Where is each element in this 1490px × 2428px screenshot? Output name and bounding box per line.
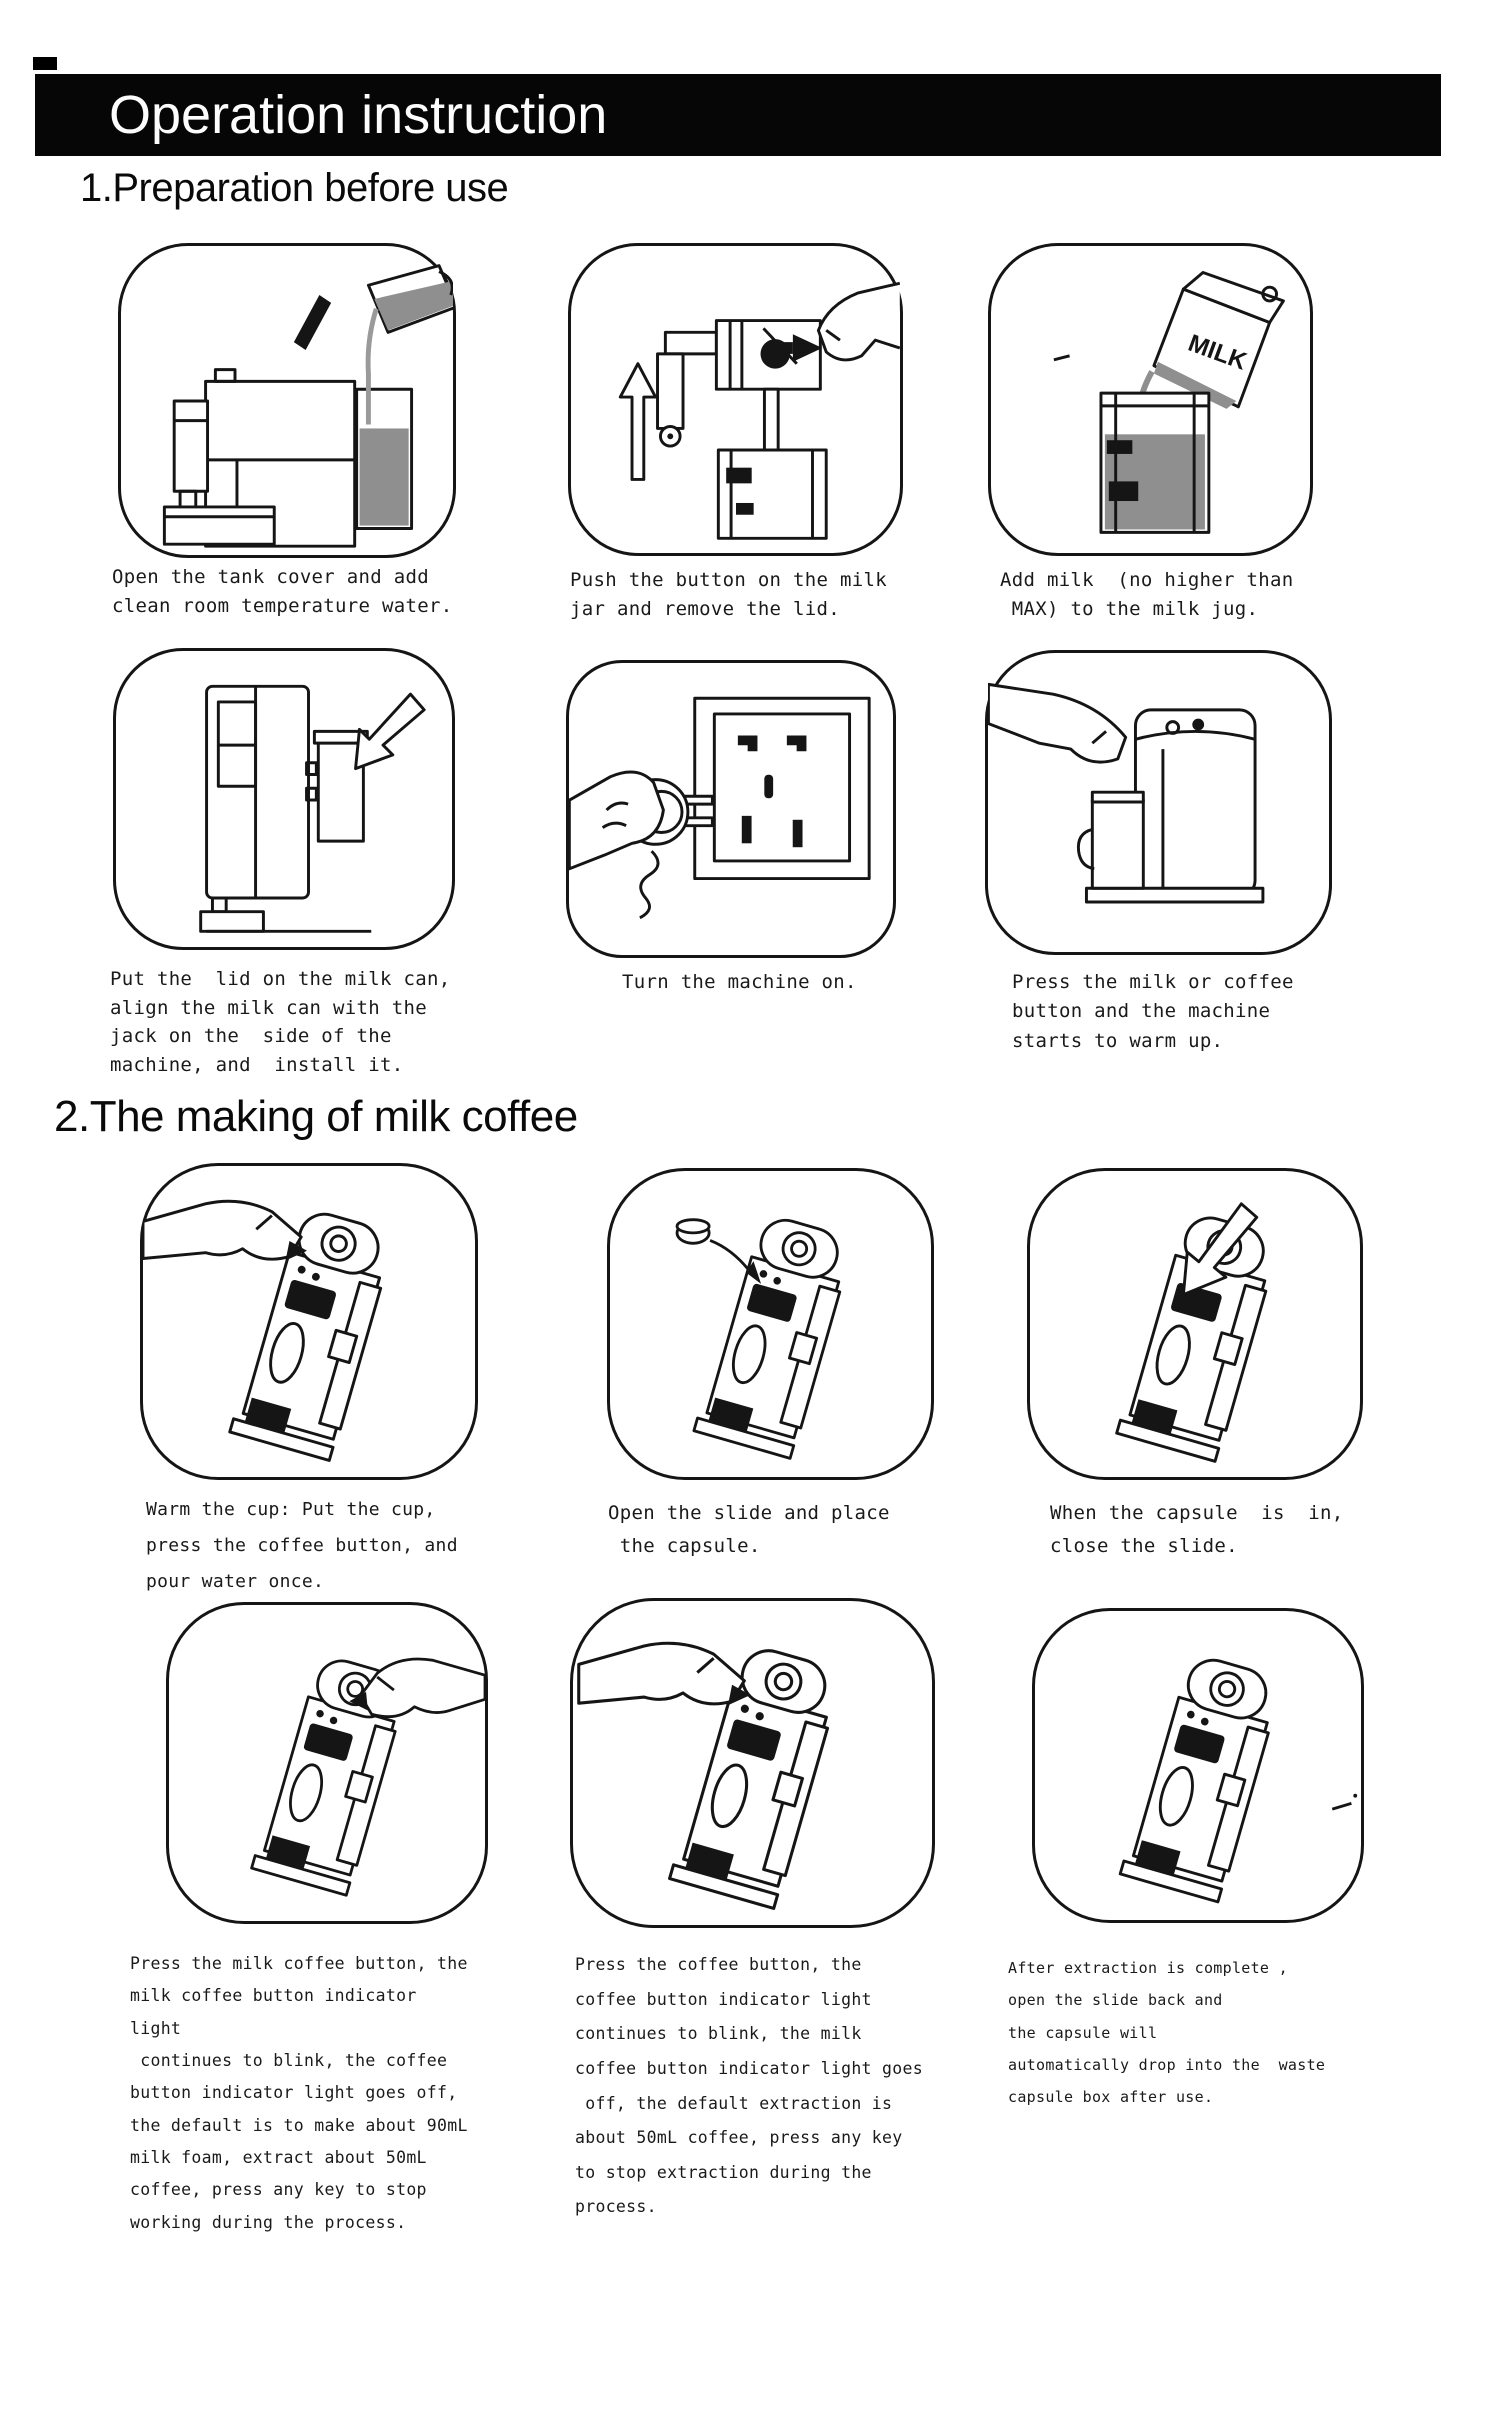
hand-icon xyxy=(143,1199,308,1261)
close-slide-illustration xyxy=(1115,1202,1268,1463)
section-1-heading: 1.Preparation before use xyxy=(80,166,509,210)
machine-icon xyxy=(1115,1216,1268,1463)
machine-icon xyxy=(1118,1658,1270,1904)
fill-water-tank-illustration xyxy=(162,264,453,548)
step-illustration-box xyxy=(1027,1168,1363,1480)
milk-carton-icon: MILK xyxy=(1152,271,1285,409)
arrow-down-left-icon xyxy=(1181,1202,1259,1297)
step-caption: Turn the machine on. xyxy=(622,971,857,993)
water-stream-icon xyxy=(365,308,379,425)
hand-icon xyxy=(569,770,665,871)
step-caption: Open the tank cover and add clean room t… xyxy=(112,566,453,617)
open-slide-place-capsule-illustration xyxy=(675,1218,842,1460)
machine-icon xyxy=(1084,708,1265,904)
pitcher-icon xyxy=(366,264,453,334)
tank-lid-icon xyxy=(293,295,332,350)
hand-icon xyxy=(816,281,900,362)
capsule-drops-waste-box-illustration xyxy=(1118,1658,1358,1904)
step-caption: Press the coffee button, the coffee butt… xyxy=(575,1955,923,2217)
scan-artifact xyxy=(33,57,57,70)
warm-cup-press-coffee-illustration xyxy=(143,1199,383,1462)
step-illustration-box xyxy=(570,1598,935,1928)
machine-icon xyxy=(692,1218,842,1460)
power-cord-icon xyxy=(639,850,660,920)
arrow-tip-icon xyxy=(727,1684,751,1706)
step-illustration-box xyxy=(607,1168,934,1480)
hand-icon xyxy=(988,682,1128,764)
header-bar: Operation instruction xyxy=(35,74,1441,156)
step-illustration-box: MILK xyxy=(988,243,1313,556)
pour-milk-into-jug-illustration: MILK xyxy=(1053,271,1285,534)
motion-dash-icon xyxy=(1331,1793,1358,1811)
step-caption: Put the lid on the milk can, align the m… xyxy=(110,968,451,1076)
press-button-warm-up-illustration xyxy=(988,682,1265,904)
step-caption: Push the button on the milk jar and remo… xyxy=(570,569,887,620)
capsule-icon xyxy=(675,1218,762,1284)
step-illustration-box xyxy=(140,1163,478,1480)
milk-can-icon xyxy=(1076,790,1145,890)
water-tank-icon xyxy=(355,387,414,530)
hand-icon xyxy=(349,1657,485,1719)
hand-icon xyxy=(577,1641,751,1706)
step-caption: Warm the cup: Put the cup, press the cof… xyxy=(146,1499,458,1592)
step-caption: Add milk (no higher than MAX) to the mil… xyxy=(1000,569,1294,620)
step-illustration-box xyxy=(566,660,896,958)
step-illustration-box xyxy=(568,243,903,556)
step-caption: Open the slide and place the capsule. xyxy=(608,1502,890,1558)
arrow-tip-icon xyxy=(349,1691,368,1711)
page-title: Operation instruction xyxy=(109,85,608,145)
arrow-right-icon xyxy=(773,334,823,362)
arrow-up-icon xyxy=(618,362,658,481)
milk-jar-lid-icon xyxy=(656,319,822,452)
step-caption: When the capsule is in, close the slide. xyxy=(1050,1502,1344,1558)
step-illustration-box xyxy=(113,648,455,950)
machine-icon xyxy=(250,1659,397,1897)
milk-jar-lid-button-illustration xyxy=(618,281,900,540)
step-illustration-box xyxy=(118,243,456,558)
step-caption: After extraction is complete , open the … xyxy=(1008,1959,1326,2106)
step-caption: Press the milk coffee button, the milk c… xyxy=(130,1954,468,2232)
press-milk-coffee-button-illustration xyxy=(250,1657,485,1897)
install-milk-can-illustration xyxy=(199,684,426,933)
arrow-down-left-icon xyxy=(354,692,426,771)
step-illustration-box xyxy=(166,1602,488,1924)
milk-jug-icon xyxy=(1099,391,1211,534)
step-illustration-box xyxy=(1032,1608,1364,1923)
machine-icon xyxy=(668,1649,830,1910)
plug-into-socket-illustration xyxy=(569,696,871,920)
step-caption: Press the milk or coffee button and the … xyxy=(1012,971,1294,1052)
machine-icon xyxy=(199,684,372,933)
milk-jar-icon xyxy=(716,448,828,540)
arrow-tip-icon xyxy=(285,1240,308,1261)
wall-socket-icon xyxy=(693,696,871,881)
press-coffee-button-illustration xyxy=(577,1641,830,1910)
step-illustration-box xyxy=(985,650,1332,955)
section-2-heading: 2.The making of milk coffee xyxy=(54,1092,578,1141)
machine-icon xyxy=(162,368,357,548)
machine-icon xyxy=(228,1212,383,1462)
